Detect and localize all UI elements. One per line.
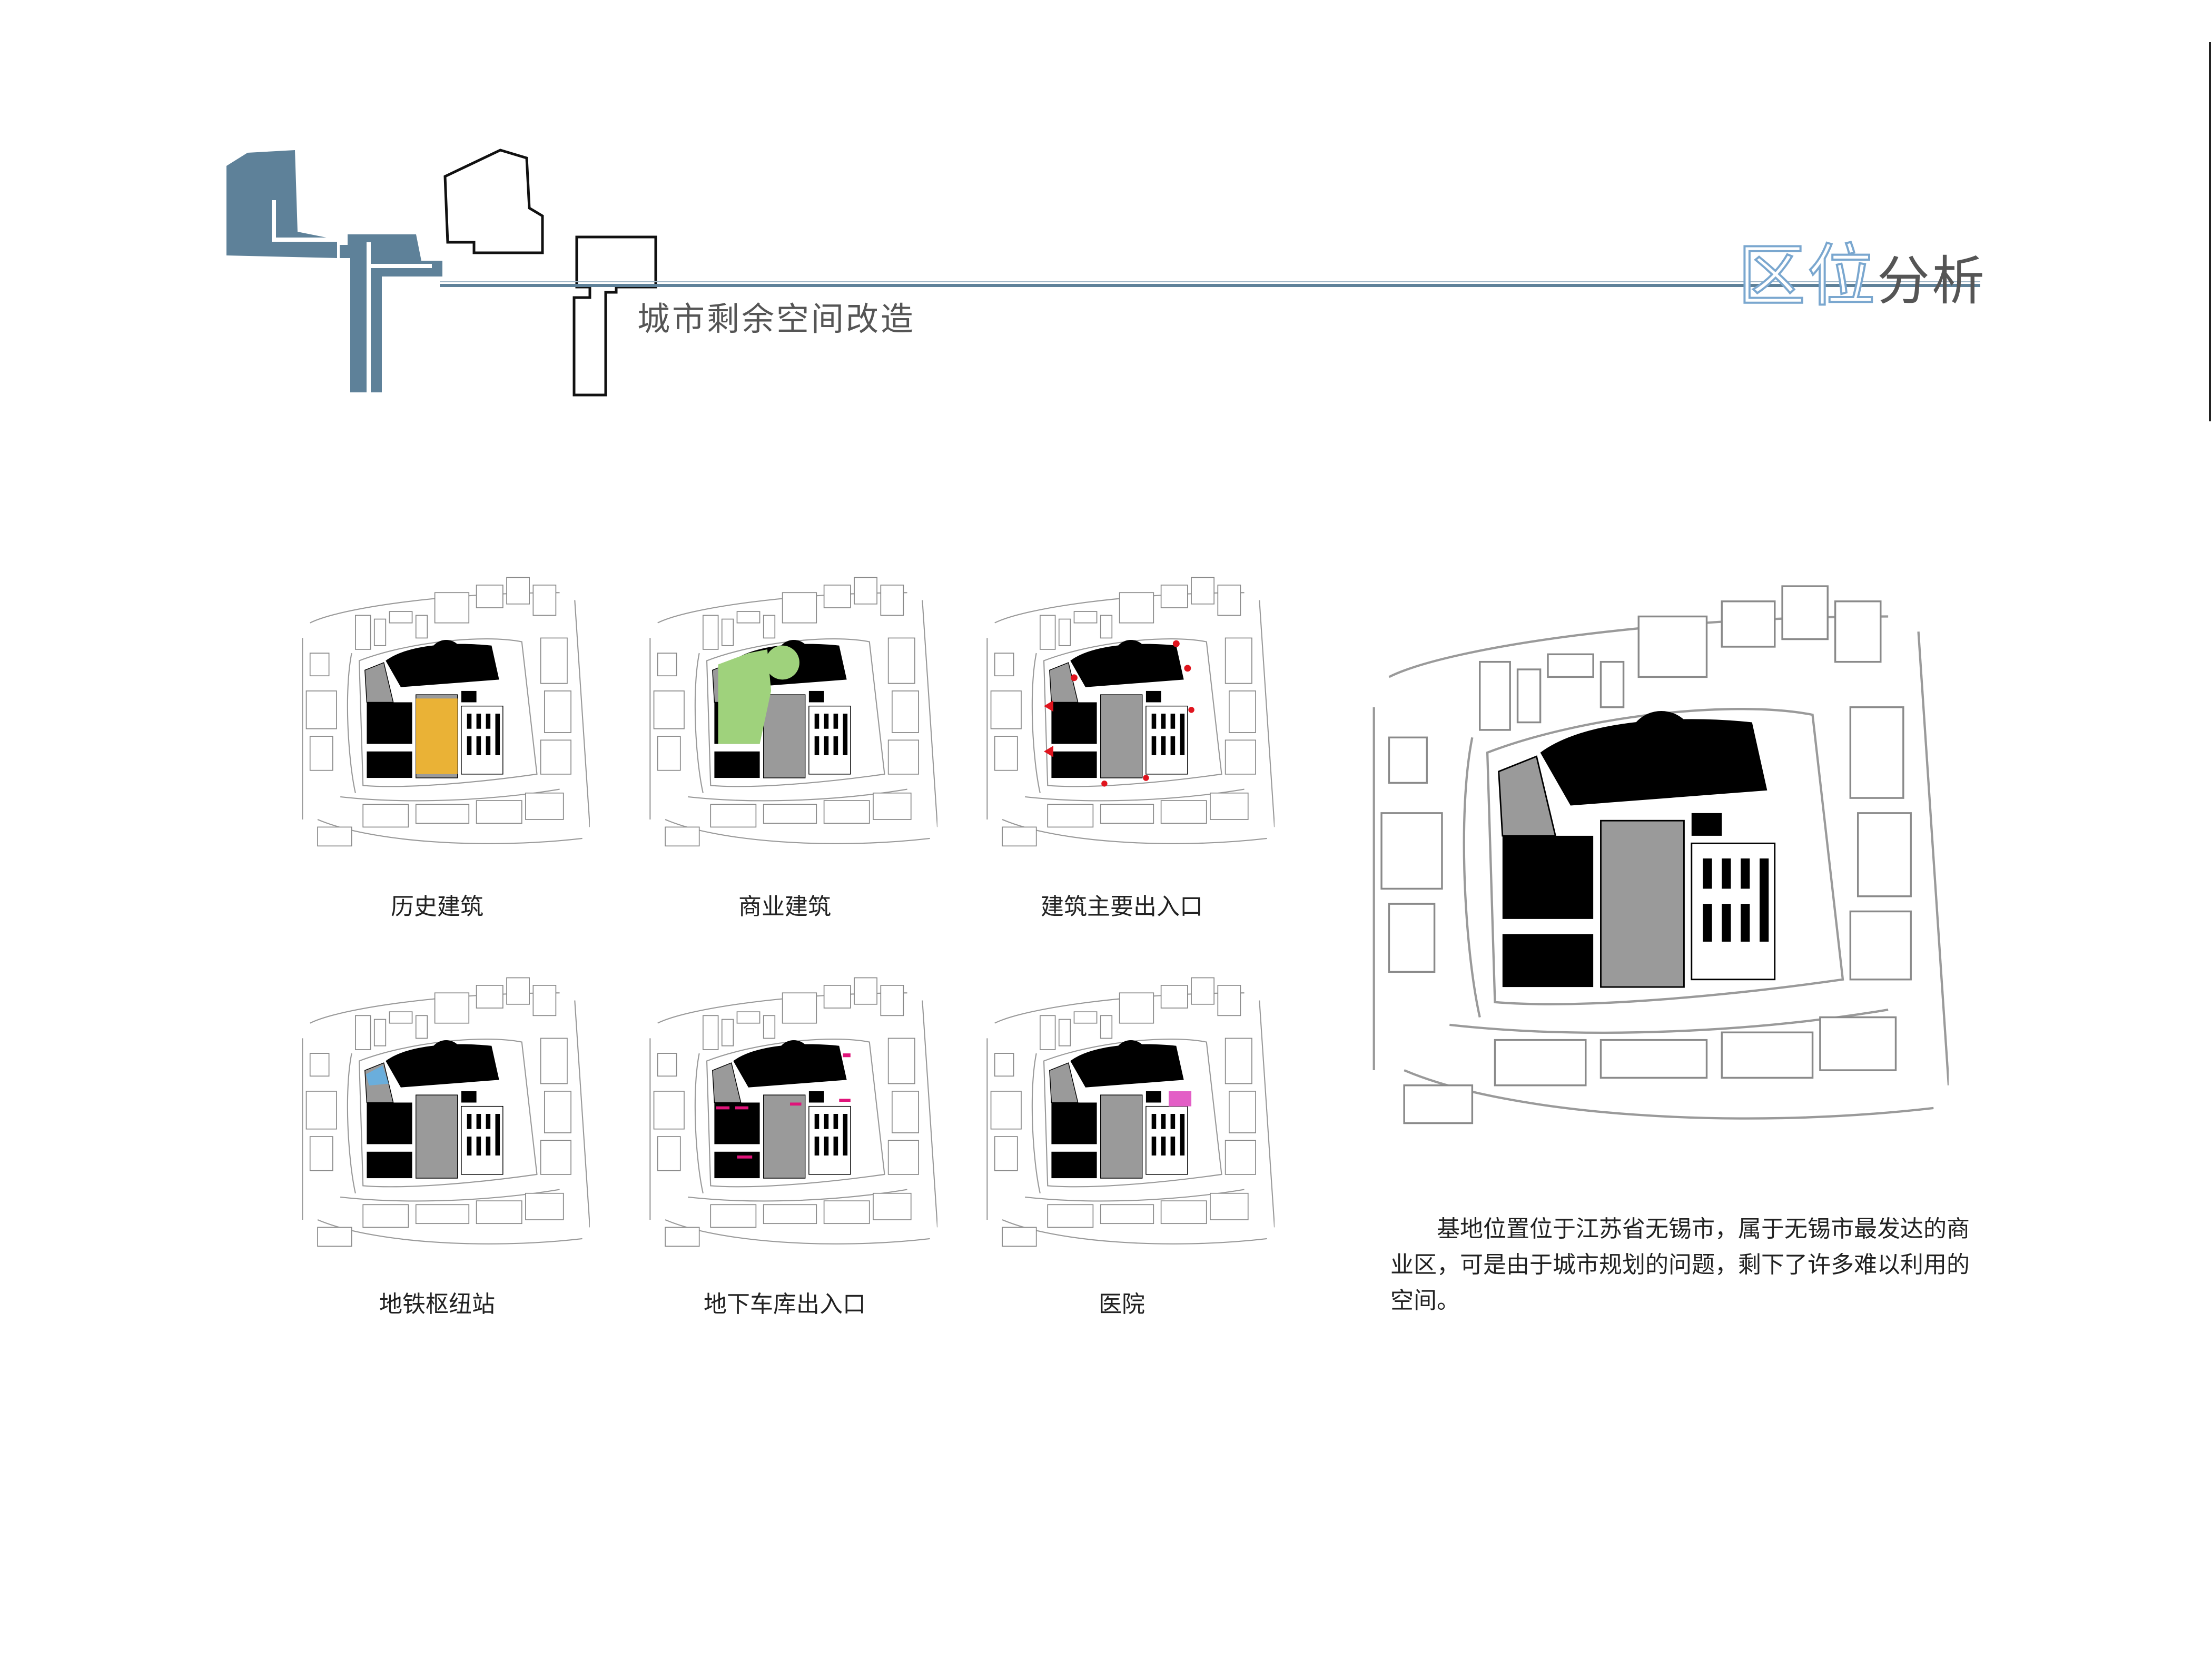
- thumb-map-2: [649, 577, 937, 847]
- caption-commercial: 商业建筑: [738, 893, 831, 920]
- site-silhouette-outline: [443, 149, 657, 397]
- subtitle: 城市剩余空间改造: [637, 300, 916, 338]
- overlay-commercial-dome: [765, 645, 799, 680]
- caption-parking: 地下车库出入口: [704, 1291, 866, 1318]
- title-highlight: 区位: [1737, 236, 1878, 317]
- overlay-commercial: [718, 649, 772, 744]
- title-rest: 分析: [1877, 250, 1987, 312]
- caption-heritage: 历史建筑: [391, 893, 483, 920]
- description-text: 基地位置位于江苏省无锡市，属于无锡市最发达的商业区，可是由于城市规划的问题，剩下…: [1390, 1216, 1970, 1314]
- overlay-entrance: [1044, 640, 1194, 787]
- overlay-metro: [366, 1065, 389, 1086]
- thumb-map-1: [302, 577, 590, 847]
- thumb-map-4: [302, 977, 590, 1247]
- overlay-heritage: [416, 698, 458, 774]
- thumb-map-6: [986, 977, 1275, 1247]
- large-site-map: [1359, 537, 1949, 1180]
- site-silhouette-blue: [226, 150, 442, 392]
- page-title: 区位分析: [1737, 221, 1987, 319]
- page-edge-rule: [2209, 42, 2211, 421]
- caption-entrance: 建筑主要出入口: [1041, 893, 1203, 920]
- overlay-parking: [716, 1053, 851, 1159]
- overlay-hospital: [1168, 1091, 1192, 1107]
- header-graphic: [226, 149, 1980, 397]
- thumb-map-3: [986, 577, 1275, 847]
- caption-hospital: 医院: [1099, 1291, 1145, 1318]
- thumb-map-5: [649, 977, 937, 1247]
- caption-metro: 地铁枢纽站: [379, 1291, 495, 1318]
